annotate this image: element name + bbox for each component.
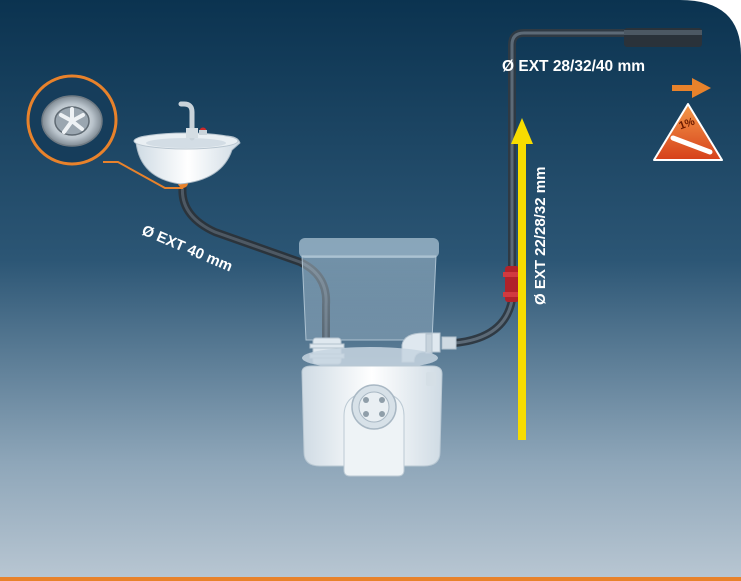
drain-strainer-icon: [42, 96, 102, 146]
bottom-rule: [0, 577, 741, 581]
discharge-diameter-label: Ø EXT 28/32/40 mm: [502, 58, 645, 76]
discharge-pipe-highlight: [624, 30, 702, 35]
riser-diameter-label: Ø EXT 22/28/32 mm: [532, 167, 549, 305]
macerator-unit: [302, 366, 442, 476]
toilet-cistern: [299, 238, 439, 340]
